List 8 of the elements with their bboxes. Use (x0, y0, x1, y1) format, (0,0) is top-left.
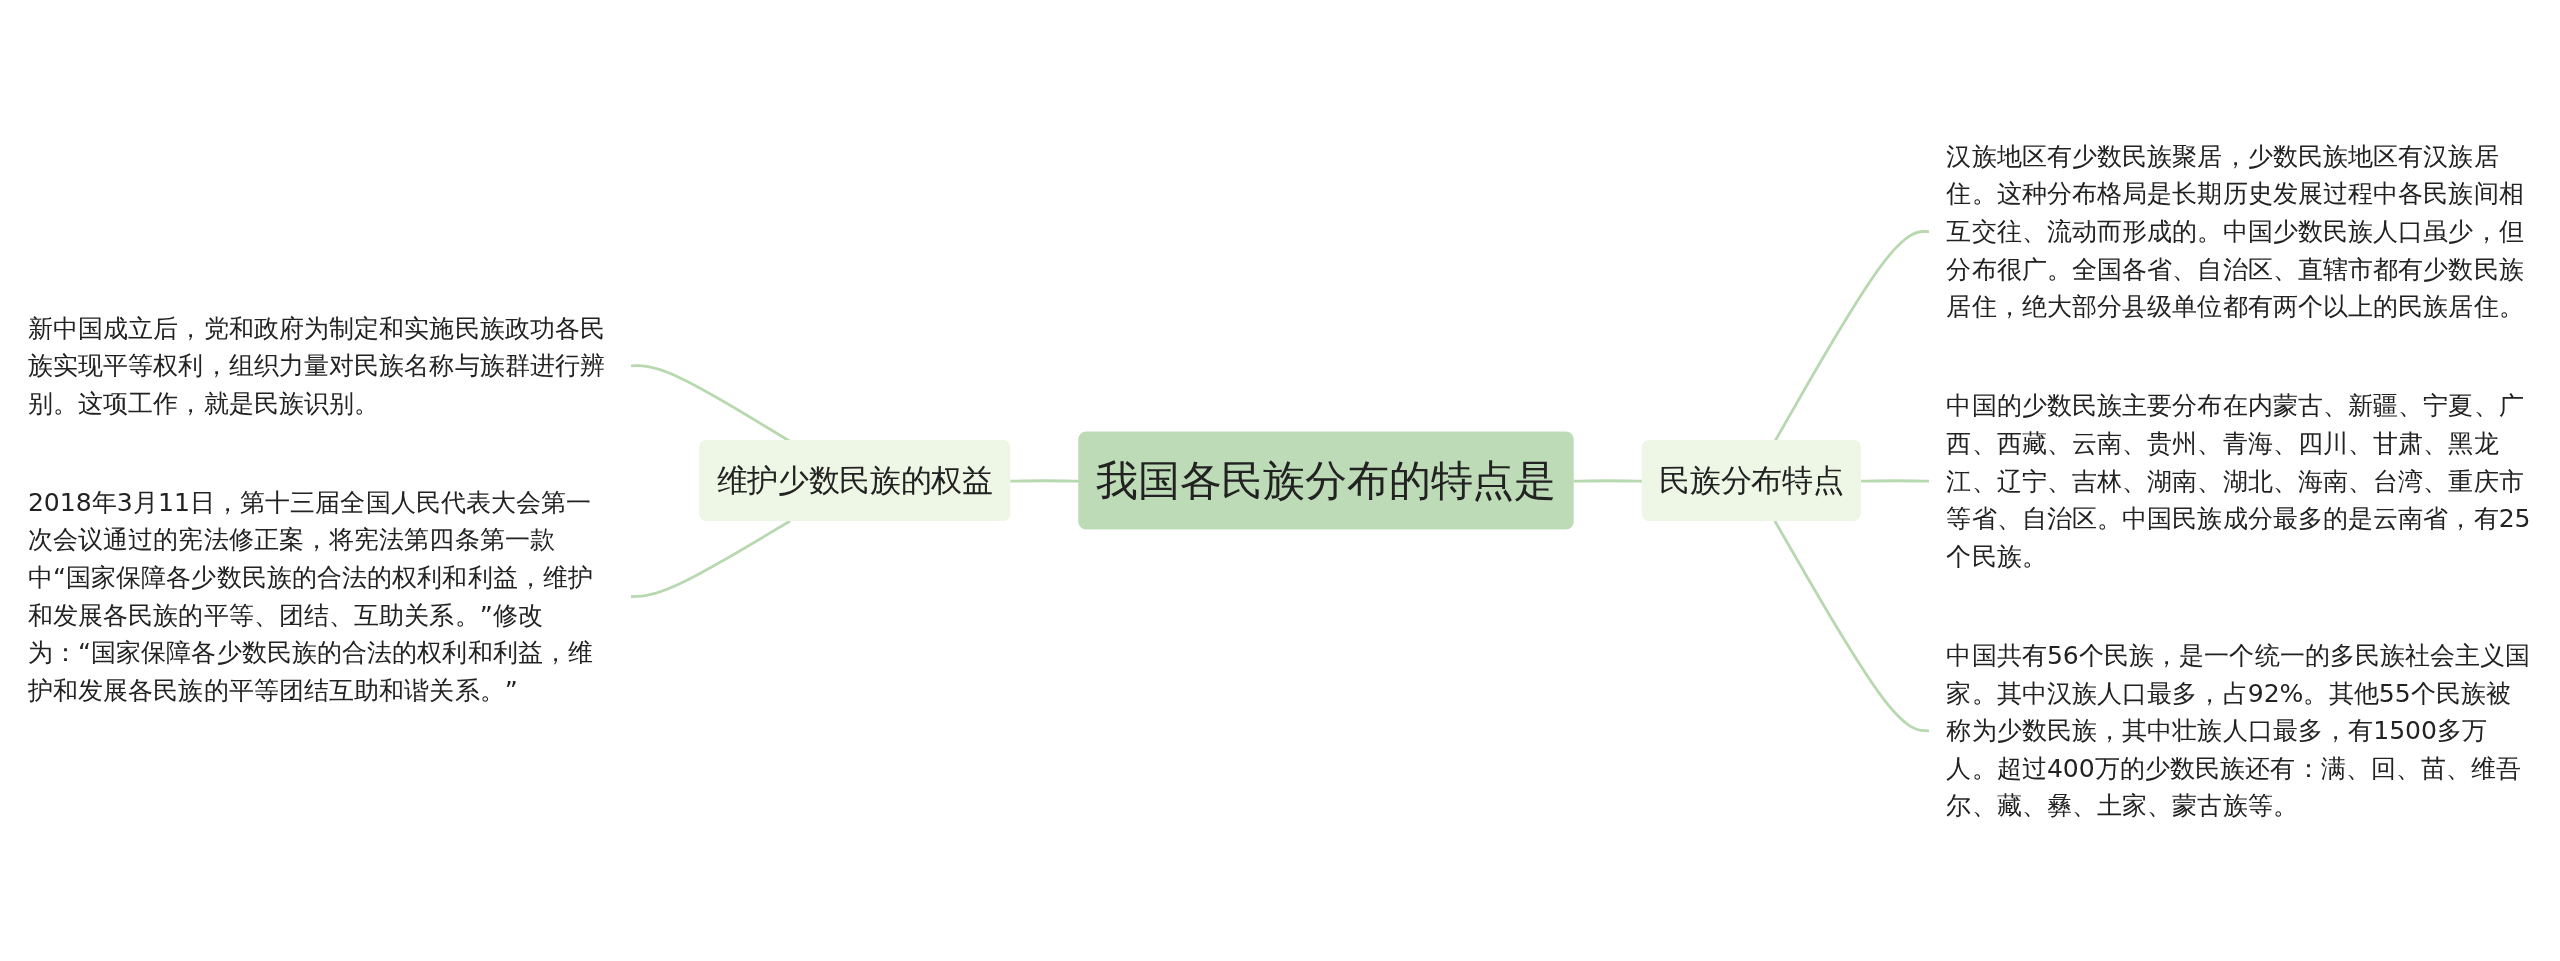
connector (1010, 479, 1080, 483)
node-text: 2018年3月11日，第十三届全国人民代表大会第一次会议通过的宪法修正案，将宪法第四条第一款中“国家保障各少数民族的合法的权利和利益，维护和发展各民族的平等、团结、互助关系。”修改为：“国家保障各少数民族的合法的权利和利益，维护和发展各民族的平等团结互助和谐关系。” (27, 487, 594, 705)
connector (630, 519, 791, 598)
connector (630, 364, 791, 443)
node-text: 中国的少数民族主要分布在内蒙古、新疆、宁夏、广西、西藏、云南、贵州、青海、四川、甘肃、黑龙江、辽宁、吉林、湖南、湖北、海南、台湾、重庆市等省、自治区。中国民族成分最多的是云南省，有25个民族。 (1946, 390, 2531, 571)
node-text: 新中国成立后，党和政府为制定和实施民族政功各民族实现平等权利，组织力量对民族名称与族群进行辨别。这项工作，就是民族识别。 (27, 312, 606, 418)
node-text: 中国共有56个民族，是一个统一的多民族社会主义国家。其中汉族人口最多，占92%。其他55个民族被称为少数民族，其中壮族人口最多，有1500多万人。超过400万的少数民族还有：满、回、苗、维吾尔、藏、彝、土家、蒙古族等。 (1946, 640, 2531, 821)
node-text: 汉族地区有少数民族聚居，少数民族地区有汉族居住。这种分布格局是长期历史发展过程中各民族间相互交往、流动而形成的。中国少数民族人口虽少，但分布很广。全国各省、自治区、直辖市都有少数民族居住，绝大部分县级单位都有两个以上的民族居住。 (1946, 140, 2524, 321)
